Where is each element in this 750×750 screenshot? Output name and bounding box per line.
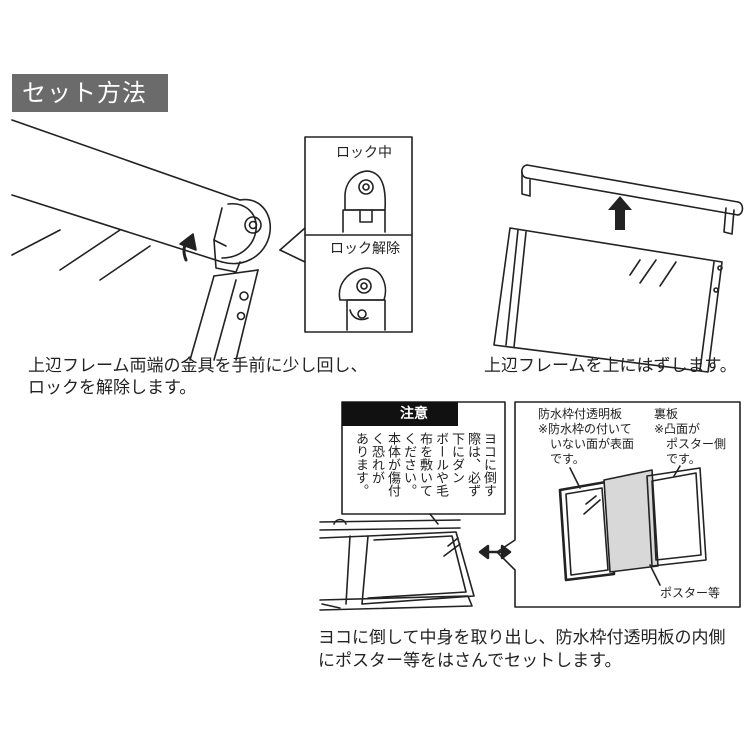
caution-text-col-1: ヨコに倒す bbox=[481, 432, 496, 497]
caution-header bbox=[342, 402, 458, 426]
exploded-panels-illustration bbox=[558, 465, 707, 586]
caution-text-col-9: あります。 bbox=[353, 432, 368, 497]
panel-parts-box bbox=[496, 401, 741, 608]
caution-text-col-4: ボールや毛 bbox=[433, 432, 448, 497]
lock-on-label: ロック中 bbox=[336, 145, 392, 161]
caution-text-col-2: 際は、必ず bbox=[465, 432, 480, 497]
caution-text-col-7: 本体が傷付 bbox=[385, 432, 400, 497]
step3-caption-line1: ヨコに倒して中身を取り出し、防水枠付透明板の内側 bbox=[318, 628, 726, 648]
frame-corner-illustration bbox=[11, 119, 272, 361]
clear-panel-note-2: いない面が表面 bbox=[550, 437, 635, 451]
caution-text-col-3: 下にダン bbox=[449, 432, 464, 484]
clear-panel-title: 防水枠付透明板 bbox=[538, 407, 623, 421]
clear-panel-note-1: ※防水枠の付いて bbox=[538, 422, 632, 436]
poster-label: ポスター等 bbox=[660, 586, 721, 600]
back-panel-note-2: ポスター側 bbox=[666, 437, 727, 451]
caution-title: 注意 bbox=[400, 406, 428, 422]
back-panel-title: 裏板 bbox=[654, 407, 679, 421]
caution-text-col-6: ください。 bbox=[401, 432, 416, 497]
caution-text-col-8: く恐れが bbox=[369, 432, 384, 484]
clear-panel-note-3: です。 bbox=[550, 452, 585, 466]
caution-text-col-5: 布を敷いて bbox=[417, 432, 432, 497]
swap-arrow-icon bbox=[478, 544, 512, 560]
section-title: セット方法 bbox=[22, 79, 147, 107]
step2-caption: 上辺フレームを上にはずします。 bbox=[484, 356, 737, 376]
back-panel-note-1: ※凸面が bbox=[654, 422, 701, 436]
step1-caption-line1: 上辺フレーム両端の金具を手前に少し回し、 bbox=[28, 356, 368, 376]
sideways-sign-illustration bbox=[319, 518, 475, 611]
frame-lift-illustration bbox=[493, 164, 744, 373]
section-header-bar bbox=[12, 74, 168, 112]
lock-off-label: ロック解除 bbox=[330, 241, 400, 257]
back-panel-note-3: です。 bbox=[666, 452, 701, 466]
step3-caption-line2: にポスター等をはさんでセットします。 bbox=[318, 651, 622, 671]
step1-caption-line2: ロックを解除します。 bbox=[28, 378, 197, 398]
lock-inset-illustration bbox=[279, 136, 413, 333]
